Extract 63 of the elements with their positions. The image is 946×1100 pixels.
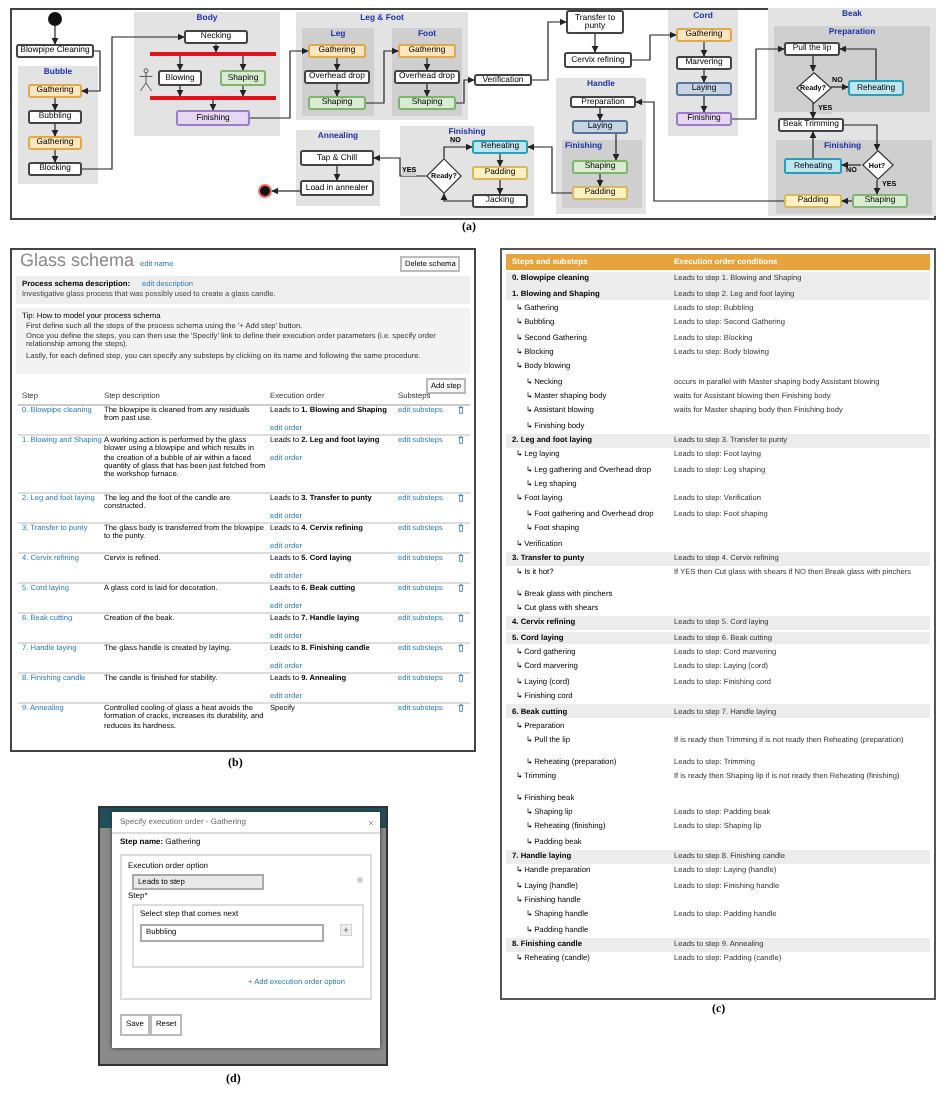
- group-box: [776, 140, 932, 214]
- arrow: [209, 99, 217, 111]
- arrow: [731, 45, 785, 120]
- arrow: [841, 197, 853, 205]
- arrow: [176, 55, 184, 71]
- arrow: [841, 161, 862, 169]
- arrow: [839, 45, 877, 81]
- arrow: [365, 47, 399, 104]
- page-title: Glass schema: [20, 250, 135, 272]
- arrow: [596, 107, 604, 121]
- arrow: [333, 57, 341, 71]
- arrow: [809, 55, 817, 72]
- arrow: [212, 43, 220, 53]
- arrow: [333, 165, 341, 181]
- arrow: [700, 95, 708, 113]
- arrow: [440, 193, 473, 202]
- group-box: [302, 28, 374, 116]
- arrow: [830, 83, 849, 91]
- group-box: [392, 28, 462, 116]
- group-box: [400, 126, 534, 216]
- group-box: [668, 10, 738, 136]
- arrow: [51, 123, 59, 137]
- arrow: [596, 173, 604, 187]
- group-box: [296, 12, 468, 120]
- arrow: [496, 153, 504, 167]
- arrow: [700, 41, 708, 57]
- arrow: [843, 124, 881, 151]
- arrow: [809, 131, 817, 159]
- end-dot: [258, 184, 272, 198]
- arrow: [700, 69, 708, 83]
- arrow: [333, 83, 341, 97]
- group-box: [134, 12, 280, 136]
- group-box: [296, 130, 380, 206]
- arrow: [591, 33, 599, 53]
- arrow: [51, 97, 59, 111]
- arrow: [373, 154, 427, 177]
- arrow: [239, 85, 247, 97]
- arrow: [176, 85, 184, 97]
- group-box: [556, 78, 646, 214]
- arrow: [271, 187, 301, 195]
- arrow: [496, 179, 504, 195]
- arrow: [51, 149, 59, 163]
- arrow: [443, 143, 473, 159]
- arrow: [527, 143, 573, 194]
- group-box: [18, 66, 98, 184]
- arrow: [81, 50, 101, 95]
- group-box: [768, 8, 936, 216]
- arrow: [531, 18, 567, 81]
- arrow: [249, 47, 309, 119]
- group-box: [774, 26, 930, 112]
- arrow: [423, 83, 431, 97]
- arrow: [873, 179, 881, 195]
- arrow: [455, 76, 475, 104]
- arrow: [631, 31, 677, 61]
- group-box: [562, 140, 642, 208]
- arrow: [635, 98, 785, 202]
- start-dot: [48, 12, 62, 26]
- arrow: [51, 25, 59, 45]
- arrow: [81, 33, 185, 170]
- arrow: [809, 102, 817, 119]
- arrow: [239, 55, 247, 71]
- arrow: [423, 57, 431, 71]
- arrow: [612, 133, 620, 161]
